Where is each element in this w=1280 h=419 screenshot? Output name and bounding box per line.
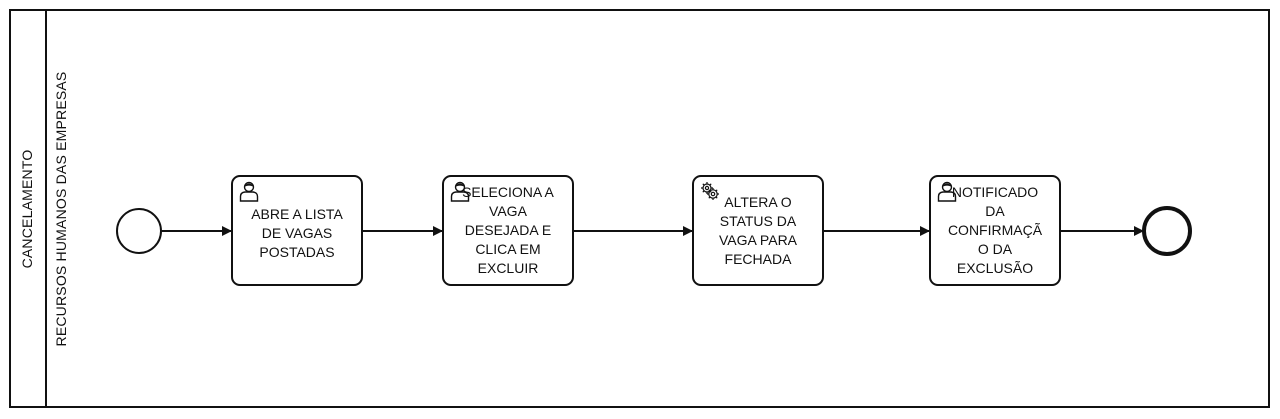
task-seleciona-vaga[interactable]: SELECIONA A VAGA DESEJADA E CLICA EM EXC… [442, 175, 574, 286]
user-icon [937, 181, 957, 202]
user-icon [239, 181, 259, 202]
end-event[interactable] [1142, 206, 1192, 256]
task-label: SELECIONA A VAGA DESEJADA E CLICA EM EXC… [462, 184, 554, 276]
task-label: ABRE A LISTA DE VAGAS POSTADAS [251, 206, 343, 260]
task-abre-lista[interactable]: ABRE A LISTA DE VAGAS POSTADAS [231, 175, 363, 286]
task-label: NOTIFICADO DA CONFIRMAÇÃ O DA EXCLUSÃO [947, 184, 1043, 276]
task-label: ALTERA O STATUS DA VAGA PARA FECHADA [718, 193, 798, 267]
pool [9, 9, 1270, 408]
task-altera-status[interactable]: ALTERA O STATUS DA VAGA PARA FECHADA [692, 175, 824, 286]
task-notificado[interactable]: NOTIFICADO DA CONFIRMAÇÃ O DA EXCLUSÃO [929, 175, 1061, 286]
pool-label-area: CANCELAMENTO [9, 9, 47, 408]
gear-icon [701, 182, 719, 200]
start-event[interactable] [116, 208, 162, 254]
user-icon [450, 181, 470, 202]
